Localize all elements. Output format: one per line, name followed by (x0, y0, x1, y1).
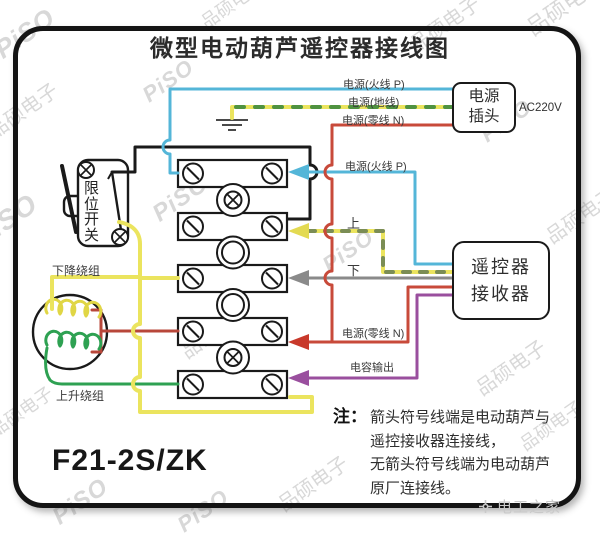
neutral-receiver-wire (306, 285, 455, 344)
terminal-block (176, 158, 289, 400)
wire-label-live-top: 电源(火线 P) (343, 79, 405, 91)
model-number-label: F21-2S/ZK (52, 444, 208, 477)
limit-switch-yellow-wire (50, 220, 314, 414)
up-arrow-icon (288, 223, 309, 239)
wire-label-live-receiver: 电源(火线 P) (345, 161, 407, 173)
winding-up-label: 上升绕组 (56, 389, 105, 403)
receiver-box: 遥控器 接收器 (452, 241, 550, 320)
winding-common-wire (90, 308, 180, 354)
power-plug-label-line2: 插头 (468, 108, 500, 125)
power-plug-label-line1: 电源 (468, 88, 500, 105)
note-text: 注： 箭头符号线端是电动葫芦与 遥控接收器连接线， 无箭头符号线端为电动葫芦 原… (333, 406, 600, 500)
wire-label-neutral-top: 电源(零线 N) (342, 115, 405, 127)
capacitor-wire (306, 293, 455, 380)
live-power-wire (161, 87, 455, 175)
winding-down-coil (44, 297, 103, 319)
diagram-border-frame (13, 26, 581, 508)
receiver-label-line2: 接收器 (471, 284, 531, 304)
limit-switch-wire (110, 145, 319, 221)
limit-switch-label: 限位开关 (84, 180, 100, 244)
down-arrow-icon (288, 270, 309, 286)
wire-label-neutral-receiver: 电源(零线 N) (342, 328, 405, 340)
ground-wire (230, 105, 455, 120)
note-prefix: 注： (333, 407, 367, 426)
voltage-label: AC220V (519, 102, 562, 114)
wire-arrows (288, 164, 309, 386)
power-plug-box: 电源 插头 (452, 82, 516, 133)
sparkle-icon (479, 500, 492, 513)
neutral-arrow-icon (288, 334, 309, 350)
live-receiver-wire (306, 170, 455, 266)
wire-label-capacitor: 电容输出 (350, 362, 394, 374)
terminal-screws (182, 162, 283, 396)
live-arrow-icon (288, 164, 309, 180)
site-watermark-text: 电工之家 (497, 499, 562, 516)
wire-label-down: 下 (347, 263, 361, 278)
neutral-power-wire (323, 123, 455, 344)
wires (44, 87, 455, 414)
winding-down-label: 下降绕组 (52, 264, 101, 278)
winding-up-coil (44, 329, 103, 351)
site-watermark: 电工之家 (478, 496, 561, 517)
limit-switch-symbol (60, 158, 130, 248)
note-line: 箭头符号线端是电动葫芦与 (370, 409, 551, 426)
winding-up-wire (44, 346, 180, 386)
earth-ground-icon (216, 119, 248, 131)
up-wire-dashes (306, 229, 455, 274)
terminal-notch-symbols (216, 183, 250, 375)
note-line: 原厂连接线。 (370, 479, 461, 497)
note-line: 遥控接收器连接线， (370, 432, 506, 450)
receiver-label-line1: 遥控器 (471, 257, 531, 277)
page-title: 微型电动葫芦遥控器接线图 (150, 35, 450, 61)
note-line: 无箭头符号线端为电动葫芦 (370, 456, 551, 473)
capacitor-arrow-icon (288, 370, 309, 386)
wire-label-up: 上 (347, 216, 361, 231)
wire-label-ground: 电源(地线) (348, 97, 400, 109)
